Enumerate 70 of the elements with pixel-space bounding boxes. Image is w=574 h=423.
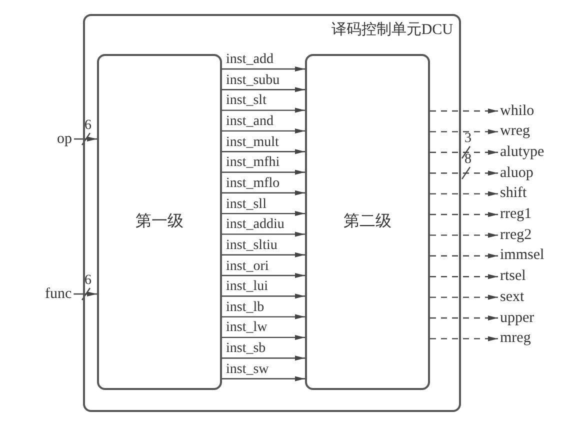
edge-label: inst_lui [225, 280, 270, 294]
signal-label: alutype [500, 144, 544, 160]
edge-label: inst_and [225, 114, 274, 129]
edge-label: inst_mfhi [225, 156, 281, 170]
stage-box [305, 54, 430, 390]
bus-arrow [430, 166, 498, 180]
arrow [430, 253, 498, 258]
edge-label: inst_ori [225, 260, 270, 274]
arrow [430, 212, 498, 217]
arrow [222, 314, 305, 320]
unit-box [83, 14, 461, 412]
bus-arrow [74, 288, 97, 300]
signal-label: rreg1 [500, 207, 532, 222]
arrow [222, 108, 305, 113]
arrow [222, 87, 305, 92]
signal-label: aluop [500, 166, 534, 181]
signal-label: sext [500, 290, 524, 305]
signal-label: mreg [500, 331, 531, 346]
signal-label: whilo [500, 104, 534, 118]
edge-label: inst_sb [225, 342, 267, 356]
unit-title: 译码控制单元DCU [331, 23, 453, 38]
edge-label: inst_mflo [225, 176, 281, 191]
arrow [222, 252, 305, 258]
bus-arrow [430, 146, 498, 159]
arrow [222, 190, 305, 196]
arrow [430, 336, 498, 342]
arrow [222, 211, 305, 216]
signal-label: shift [500, 186, 527, 202]
arrow [222, 128, 305, 134]
arrow [430, 129, 498, 134]
arrow [430, 316, 498, 320]
stage-label: 第二级 [344, 214, 392, 230]
arrow [430, 108, 498, 114]
signal-label: func [45, 286, 72, 302]
edge-label: inst_sll [225, 198, 268, 212]
edge-label: 6 [84, 119, 92, 133]
edge-label: inst_add [225, 53, 274, 67]
arrow [222, 170, 305, 175]
edge-label: inst_subu [225, 74, 281, 88]
edge-label: inst_slt [225, 94, 268, 108]
edge-label: inst_mult [225, 136, 280, 150]
arrow [222, 273, 305, 278]
bus-arrow [74, 132, 97, 146]
edge-label: inst_sw [225, 362, 270, 377]
edge-label: inst_lw [225, 321, 268, 336]
edge-label: inst_addiu [225, 218, 286, 232]
arrow [222, 149, 305, 154]
arrow [222, 334, 305, 340]
arrow [222, 66, 305, 72]
stage-box [97, 54, 222, 390]
arrow [430, 294, 498, 300]
arrow [222, 232, 305, 237]
signal-label: op [57, 132, 72, 146]
arrow [222, 376, 305, 382]
arrow [222, 356, 305, 361]
signal-label: upper [500, 310, 534, 326]
arrow [222, 294, 305, 299]
signal-label: wreg [500, 124, 530, 140]
arrow [430, 191, 498, 196]
arrow [430, 232, 498, 238]
arrow [430, 274, 498, 280]
edge-label: 8 [464, 153, 472, 168]
edge-label: inst_sltiu [225, 238, 278, 253]
signal-label: immsel [500, 248, 544, 264]
edge-label: 6 [84, 274, 92, 288]
edge-label: 3 [464, 132, 472, 146]
signal-label: rreg2 [500, 228, 532, 243]
edge-label: inst_lb [225, 300, 266, 315]
signal-label: rtsel [500, 269, 526, 284]
stage-label: 第一级 [136, 214, 184, 230]
